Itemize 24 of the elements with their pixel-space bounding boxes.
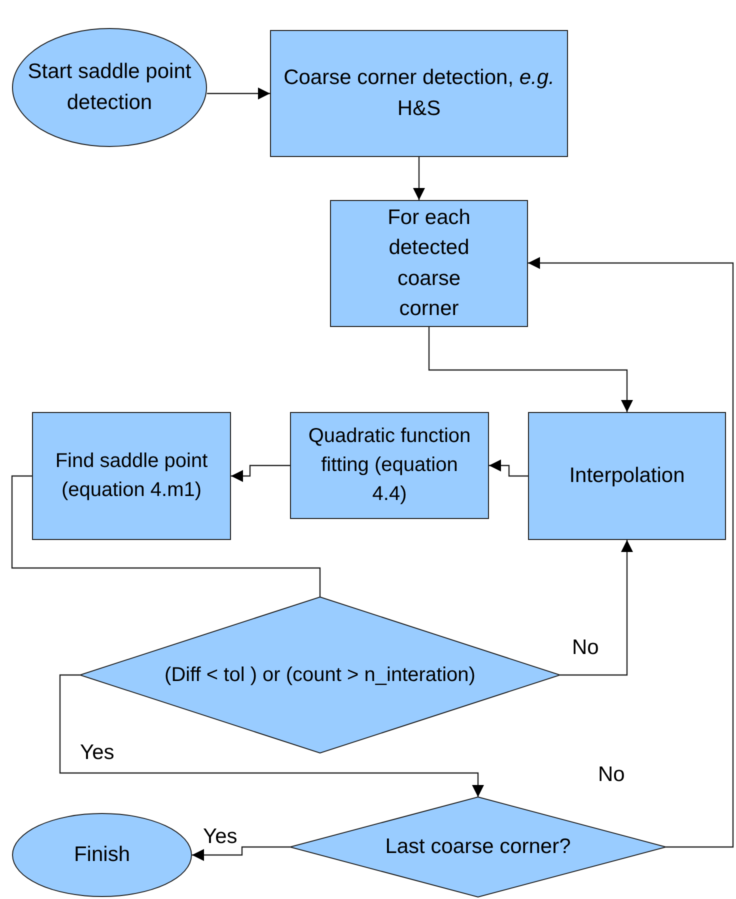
- process-box: [270, 30, 568, 157]
- node-label: Finish: [74, 842, 130, 868]
- process-box: [330, 200, 528, 327]
- node-label: Coarse corner detection, e.g. H&S: [282, 65, 556, 122]
- node-label: Interpolation: [569, 462, 685, 489]
- node-label: Quadratic function fitting (equation 4.4): [307, 424, 472, 507]
- arrow: [528, 257, 734, 848]
- arrow: [231, 464, 290, 482]
- arrow: [59, 674, 484, 797]
- arrow: [428, 327, 633, 412]
- node-label: (Diff < tol ) or (count > n_interation): [164, 662, 476, 688]
- arrow: [489, 460, 528, 477]
- node-label: Find saddle point (equation 4.m1): [54, 449, 209, 503]
- node-label: Last coarse corner?: [385, 834, 571, 860]
- process-box: [528, 412, 726, 540]
- process-box: [32, 412, 231, 540]
- node-label: Start saddle point detection: [26, 59, 192, 116]
- arrow: [192, 846, 290, 861]
- arrow: [207, 88, 270, 100]
- arrow: [413, 157, 425, 200]
- arrow: [560, 540, 633, 676]
- decision-diamond: [290, 797, 666, 897]
- node-label: For each detected coarse corner: [386, 204, 472, 322]
- process-box: [290, 412, 489, 519]
